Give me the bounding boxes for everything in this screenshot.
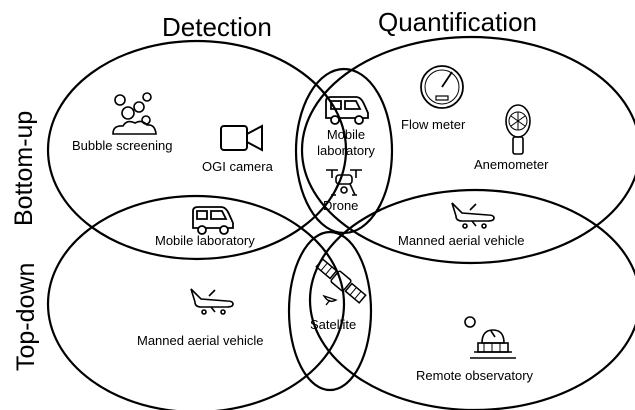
airplane-icon bbox=[451, 202, 495, 229]
video-camera-icon bbox=[220, 124, 263, 152]
anemometer-icon bbox=[505, 104, 531, 155]
ellipse-quantification-top-down bbox=[308, 188, 635, 410]
label-manned-aerial-vehicle-upper: Manned aerial vehicle bbox=[398, 233, 525, 248]
row-header-top-down: Top-down bbox=[12, 262, 40, 371]
column-header-quantification: Quantification bbox=[378, 7, 537, 37]
label-satellite: Satellite bbox=[310, 317, 357, 332]
airplane-icon bbox=[190, 288, 234, 315]
van-icon bbox=[192, 206, 234, 235]
ellipse-quantification-bottom-up bbox=[300, 35, 635, 265]
label-mobile-laboratory-center-line1: Mobile bbox=[326, 127, 366, 142]
label-remote-observatory: Remote observatory bbox=[416, 368, 534, 383]
ellipse-center-lower bbox=[287, 230, 373, 392]
column-header-detection: Detection bbox=[162, 12, 272, 42]
row-header-bottom-up: Bottom-up bbox=[10, 110, 38, 226]
gauge-icon bbox=[420, 65, 464, 109]
van-icon bbox=[325, 96, 369, 125]
label-flow-meter: Flow meter bbox=[401, 117, 466, 132]
label-anemometer: Anemometer bbox=[474, 157, 549, 172]
label-mobile-laboratory-center-line2: laboratory bbox=[317, 143, 375, 158]
ellipse-center-upper bbox=[294, 67, 394, 235]
ellipse-detection-top-down bbox=[46, 194, 346, 410]
label-ogi-camera: OGI camera bbox=[202, 159, 273, 174]
label-manned-aerial-vehicle-lower: Manned aerial vehicle bbox=[137, 333, 264, 348]
label-bubble-screening: Bubble screening bbox=[72, 138, 173, 153]
label-drone: Drone bbox=[323, 198, 359, 213]
ellipse-detection-bottom-up bbox=[46, 39, 348, 261]
bubbles-icon bbox=[112, 92, 157, 135]
label-mobile-laboratory-lower: Mobile laboratory bbox=[155, 233, 255, 248]
observatory-icon bbox=[464, 316, 516, 359]
satellite-icon bbox=[315, 258, 367, 306]
drone-icon bbox=[326, 169, 362, 196]
